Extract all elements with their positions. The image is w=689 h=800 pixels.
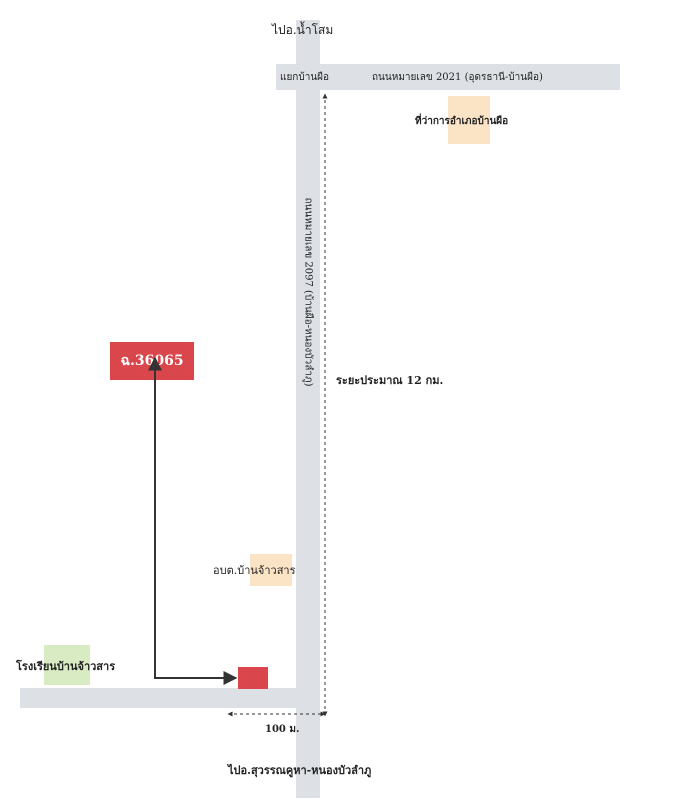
site-pointer-arrow [148, 356, 238, 685]
school-label: โรงเรียนบ้านจ้าวสาร [16, 660, 116, 673]
site-location-marker [238, 667, 268, 689]
to-nam-som-label: ไปอ.น้ำโสม [272, 23, 334, 37]
local-road-horizontal [20, 688, 320, 708]
road-2021-label: ถนนหมายเลข 2021 (อุดรธานี-บ้านผือ) [372, 72, 543, 83]
road-2021-horizontal [276, 64, 620, 90]
district-office-marker [448, 96, 490, 144]
distance-12km-label: ระยะประมาณ 12 กม. [336, 374, 444, 387]
sao-label: อบต.บ้านจ้าวสาร [213, 564, 296, 577]
distance-100m-label: 100 ม. [265, 724, 300, 735]
district-office-label: ที่ว่าการอำเภอบ้านผือ [415, 116, 509, 127]
road-2097-label: ถนนหมายเลข 2097 (บ้านผือ-หนองบัวลำภู) [302, 197, 314, 387]
to-south-label: ไปอ.สุวรรณคูหา-หนองบัวลำภู [228, 764, 372, 777]
junction-label: แยกบ้านผือ [280, 72, 330, 83]
sao-marker [250, 554, 292, 586]
road-2097-vertical [296, 20, 320, 798]
school-marker [44, 645, 90, 685]
